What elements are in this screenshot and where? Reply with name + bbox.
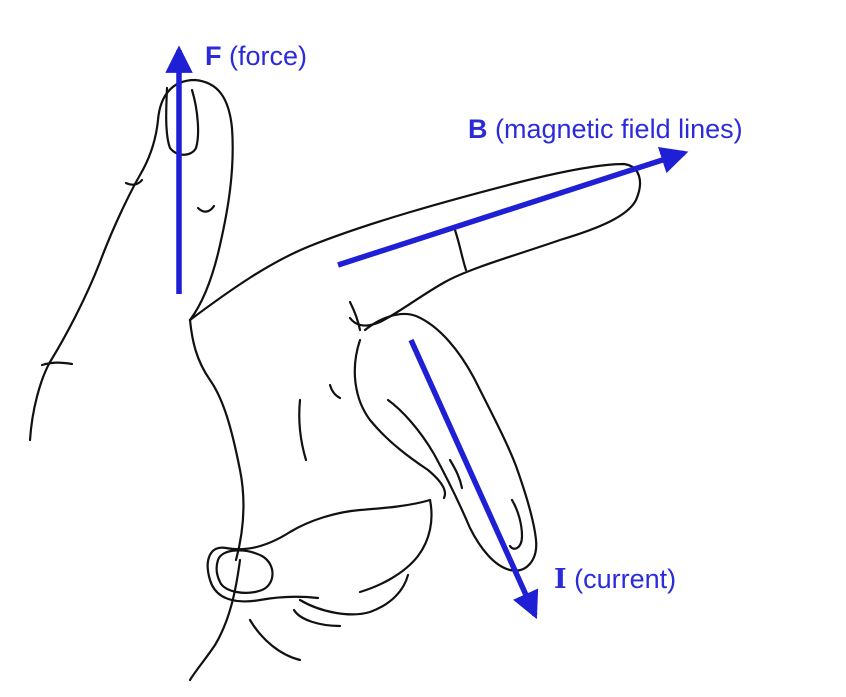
- current-label: I (current): [554, 563, 676, 596]
- arrows: [165, 45, 689, 620]
- field-label: B (magnetic field lines): [468, 113, 743, 145]
- field-symbol: B: [468, 114, 488, 144]
- current-text: (current): [566, 564, 677, 594]
- force-text: (force): [221, 41, 308, 71]
- force-label: F (force): [205, 40, 307, 72]
- hand-icon: [28, 78, 642, 682]
- field-arrow: [337, 146, 689, 268]
- field-text: (magnetic field lines): [487, 114, 743, 144]
- current-arrow: [408, 338, 539, 620]
- current-symbol: I: [554, 564, 567, 595]
- force-symbol: F: [205, 41, 222, 71]
